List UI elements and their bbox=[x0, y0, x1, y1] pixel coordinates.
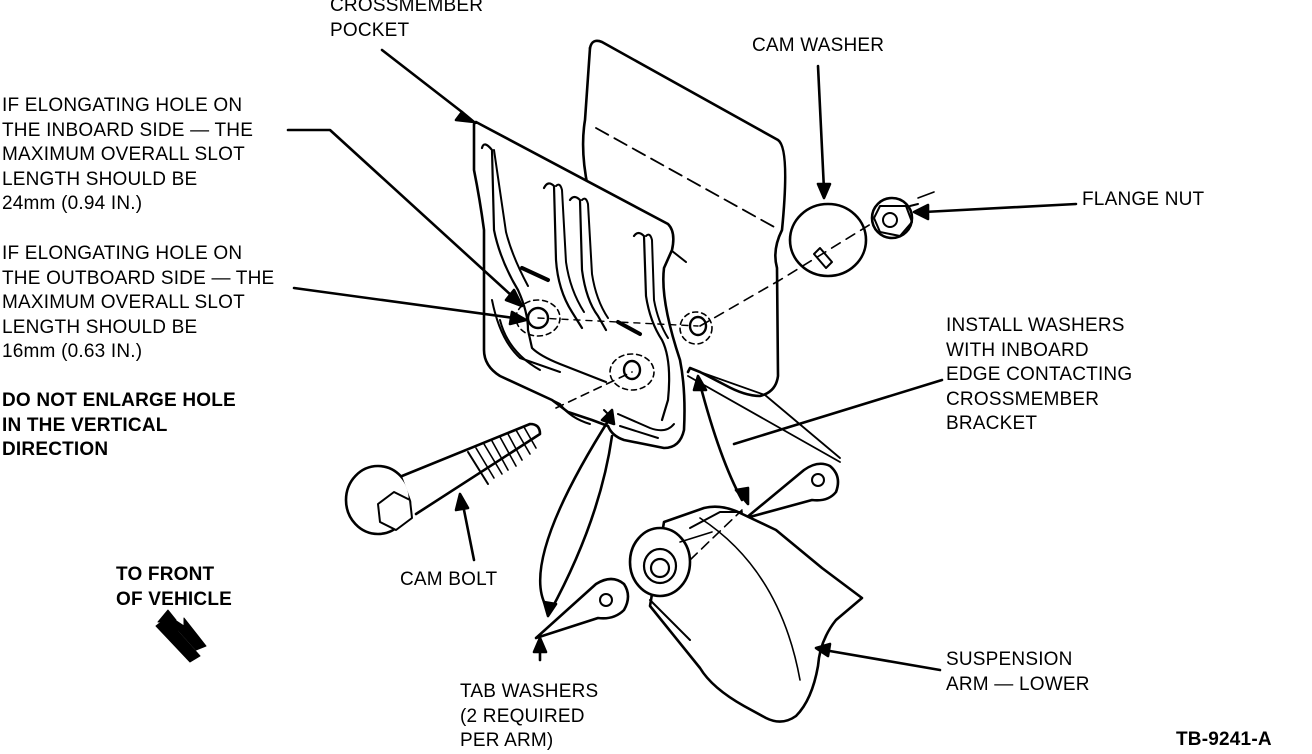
front-direction-arrow-icon bbox=[155, 609, 207, 663]
warning-line: DIRECTION bbox=[2, 439, 109, 460]
label-tab-washers: TAB WASHERS (2 REQUIRED PER ARM) bbox=[460, 680, 598, 754]
note-line: IF ELONGATING HOLE ON bbox=[2, 95, 243, 116]
cam-bolt-part bbox=[344, 422, 542, 536]
note-line: MAXIMUM OVERALL SLOT bbox=[2, 292, 245, 313]
label-line: POCKET bbox=[330, 19, 410, 41]
note-line: LENGTH SHOULD BE bbox=[2, 168, 198, 190]
tab-washer-upper bbox=[744, 462, 840, 520]
label-crossmember-pocket: CROSSMEMBER POCKET bbox=[330, 0, 483, 43]
label-line: PER ARM) bbox=[460, 730, 554, 751]
note-line: THE INBOARD SIDE — THE bbox=[2, 119, 254, 141]
label-suspension-arm-lower: SUSPENSION ARM — LOWER bbox=[946, 648, 1090, 697]
figure-id-text: TB-9241-A bbox=[1176, 729, 1272, 750]
warning-line: IN THE VERTICAL bbox=[2, 414, 168, 436]
flange-nut-part bbox=[870, 191, 935, 240]
note-line: EDGE CONTACTING bbox=[946, 364, 1133, 385]
label-line: SUSPENSION bbox=[946, 649, 1073, 670]
label-line: CROSSMEMBER bbox=[330, 0, 484, 16]
label-line: OF VEHICLE bbox=[116, 588, 233, 610]
note-line: 16mm (0.63 IN.) bbox=[2, 341, 143, 362]
label-line: CAM WASHER bbox=[752, 35, 885, 56]
note-line: LENGTH SHOULD BE bbox=[2, 316, 198, 338]
note-line: INSTALL WASHERS bbox=[946, 315, 1125, 336]
note-outboard-slot-length: IF ELONGATING HOLE ON THE OUTBOARD SIDE … bbox=[2, 242, 274, 365]
note-line: 24mm (0.94 IN.) bbox=[2, 193, 143, 214]
label-to-front-of-vehicle: TO FRONT OF VEHICLE bbox=[116, 563, 232, 612]
label-line: (2 REQUIRED bbox=[460, 705, 585, 727]
leader-lines bbox=[286, 48, 1078, 672]
label-line: TAB WASHERS bbox=[460, 681, 599, 702]
label-flange-nut: FLANGE NUT bbox=[1082, 188, 1204, 213]
note-line: CROSSMEMBER bbox=[946, 388, 1100, 410]
suspension-arm-lower-part bbox=[628, 505, 864, 723]
note-line: WITH INBOARD bbox=[946, 339, 1089, 361]
tab-washer-lower bbox=[534, 577, 630, 640]
note-inboard-slot-length: IF ELONGATING HOLE ON THE INBOARD SIDE —… bbox=[2, 94, 253, 217]
label-line: FLANGE NUT bbox=[1082, 189, 1205, 210]
figure-id: TB-9241-A bbox=[1176, 730, 1272, 750]
warning-line: DO NOT ENLARGE HOLE bbox=[2, 390, 236, 411]
label-cam-washer: CAM WASHER bbox=[752, 34, 884, 59]
label-line: CAM BOLT bbox=[400, 569, 498, 590]
label-line: TO FRONT bbox=[116, 564, 215, 585]
cam-washer-part bbox=[788, 202, 868, 278]
note-line: BRACKET bbox=[946, 413, 1038, 434]
note-line: THE OUTBOARD SIDE — THE bbox=[2, 267, 275, 289]
crossmember-rear-wall bbox=[581, 39, 841, 463]
label-cam-bolt: CAM BOLT bbox=[400, 568, 497, 593]
note-install-washers: INSTALL WASHERS WITH INBOARD EDGE CONTAC… bbox=[946, 314, 1132, 437]
label-line: ARM — LOWER bbox=[946, 673, 1090, 695]
note-line: MAXIMUM OVERALL SLOT bbox=[2, 144, 245, 165]
note-line: IF ELONGATING HOLE ON bbox=[2, 243, 243, 264]
warning-vertical-enlarge: DO NOT ENLARGE HOLE IN THE VERTICAL DIRE… bbox=[2, 389, 236, 463]
